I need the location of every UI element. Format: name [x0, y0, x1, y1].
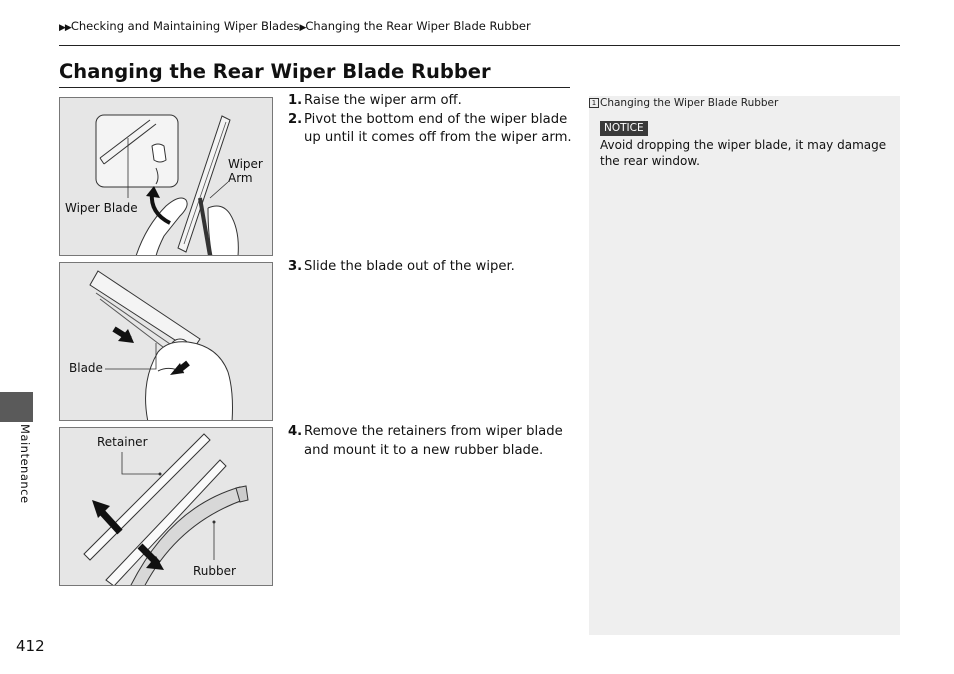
- breadcrumb-item-current: Changing the Rear Wiper Blade Rubber: [305, 19, 531, 33]
- label-rubber: Rubber: [193, 564, 236, 578]
- label-wiper-blade: Wiper Blade: [65, 201, 138, 215]
- step-text: Remove the retainers from wiper blade an…: [304, 424, 563, 458]
- step-text: Raise the wiper arm off.: [304, 93, 462, 108]
- step-4: 4. Remove the retainers from wiper blade…: [288, 423, 573, 460]
- step-number: 2.: [288, 111, 303, 127]
- retainer-rubber-illustration: [83, 433, 249, 585]
- wiper-arm-illustration: [95, 114, 239, 255]
- step-1: 1. Raise the wiper arm off.: [288, 92, 573, 111]
- figure-slide-blade: Blade: [59, 262, 273, 421]
- step-number: 1.: [288, 93, 303, 108]
- label-blade: Blade: [69, 361, 103, 375]
- breadcrumb: ▶▶Checking and Maintaining Wiper Blades▶…: [59, 19, 531, 33]
- section-tab-label: Maintenance: [18, 424, 32, 504]
- label-retainer: Retainer: [97, 435, 148, 449]
- figure-raise-wiper-arm: Wiper Blade Wiper Arm: [59, 97, 273, 256]
- step-number: 3.: [288, 259, 303, 274]
- label-wiper-arm-line2: Arm: [228, 171, 253, 185]
- step-text: Slide the blade out of the wiper.: [304, 259, 515, 274]
- step-list-2: 3. Slide the blade out of the wiper.: [288, 258, 573, 277]
- step-number: 4.: [288, 424, 303, 439]
- header-divider: [59, 45, 900, 46]
- sidebar-notes-panel: [589, 96, 900, 635]
- section-tab-marker[interactable]: [0, 392, 33, 422]
- step-list-1: 1. Raise the wiper arm off. 2. Pivot the…: [288, 92, 573, 148]
- arrow-icon: ▶: [299, 23, 306, 33]
- reference-marker-icon: 1: [589, 98, 599, 108]
- page-number: 412: [16, 637, 45, 655]
- notice-text: Avoid dropping the wiper blade, it may d…: [600, 138, 887, 168]
- double-arrow-icon: ▶▶: [59, 23, 72, 33]
- figure-retainers: Retainer Rubber: [59, 427, 273, 586]
- label-wiper-arm-line1: Wiper: [228, 157, 263, 171]
- step-3: 3. Slide the blade out of the wiper.: [288, 258, 573, 277]
- slide-blade-illustration: [89, 270, 233, 420]
- step-text: Pivot the bottom end of the wiper blade …: [304, 111, 572, 146]
- page-title: Changing the Rear Wiper Blade Rubber: [59, 60, 491, 83]
- step-list-3: 4. Remove the retainers from wiper blade…: [288, 423, 573, 460]
- step-2: 2. Pivot the bottom end of the wiper bla…: [288, 111, 573, 148]
- sidebar-note-title-text: Changing the Wiper Blade Rubber: [600, 97, 779, 109]
- breadcrumb-item-checking[interactable]: Checking and Maintaining Wiper Blades: [70, 19, 300, 33]
- title-divider: [59, 87, 570, 88]
- notice-badge: NOTICE: [600, 121, 648, 136]
